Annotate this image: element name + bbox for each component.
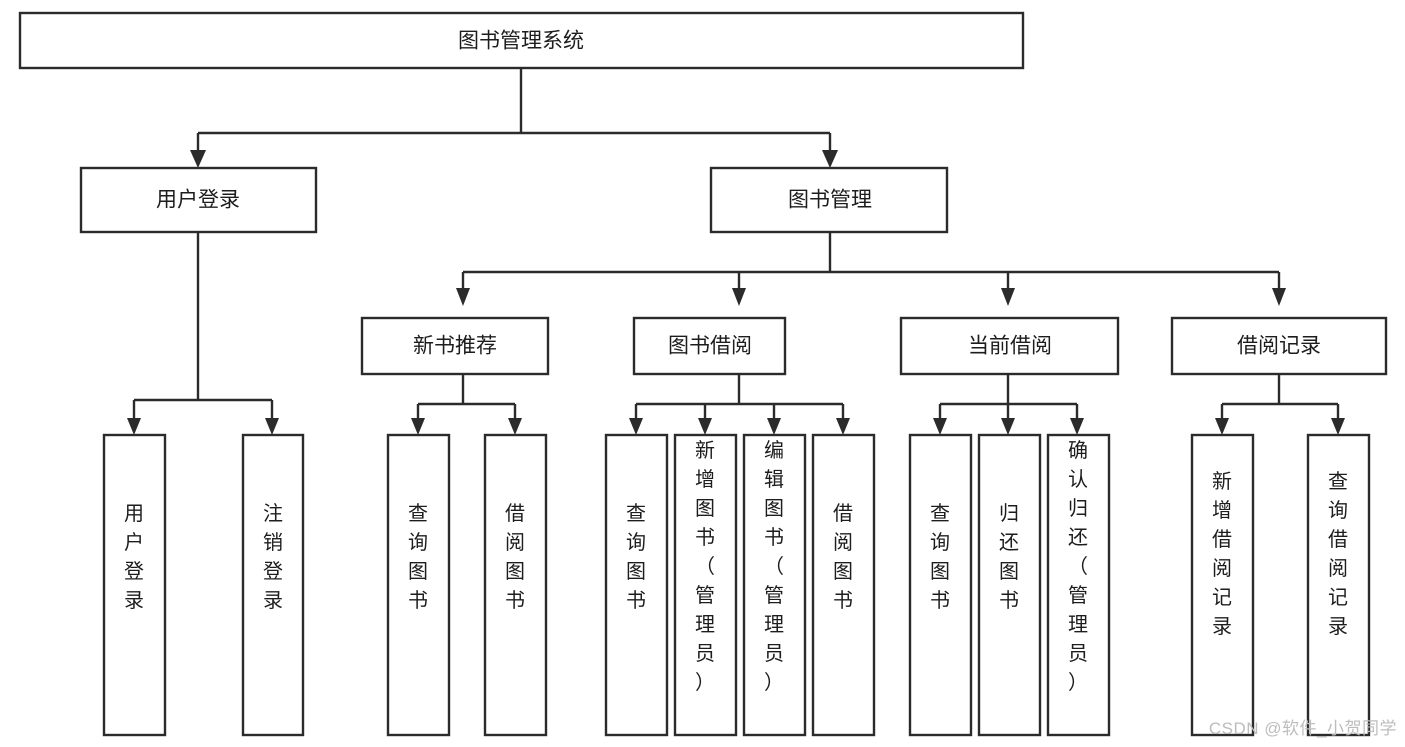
node-user-login-box[interactable] <box>79 166 318 234</box>
connector-group-new-book-recommend <box>411 374 522 435</box>
node-leaf-query-borrow-record-label: 查询借阅记录 <box>1328 470 1348 638</box>
connector-group-book-manage <box>456 232 1286 306</box>
node-leaf-query-book-rec-box[interactable] <box>386 433 451 737</box>
node-leaf-query-borrow-record[interactable]: 查询借阅记录 <box>1306 433 1371 737</box>
node-leaf-query-book-current-box[interactable] <box>908 433 973 737</box>
connector-group-current-borrow <box>933 374 1084 435</box>
node-leaf-borrow-book-rec-box[interactable] <box>483 433 548 737</box>
arrow-head-leaf-edit-book-admin <box>767 418 781 435</box>
node-borrow-record[interactable]: 借阅记录 <box>1170 316 1388 376</box>
node-borrow-record-box[interactable] <box>1170 316 1388 376</box>
node-leaf-borrow-book-rec[interactable]: 借阅图书 <box>483 433 548 737</box>
arrow-head-new-book-recommend <box>456 288 470 306</box>
node-leaf-confirm-return-admin-label: 确认归还（管理员） <box>1068 439 1088 694</box>
connector-group-book-borrow <box>629 374 850 435</box>
node-borrow-record-label: 借阅记录 <box>1237 335 1321 358</box>
arrow-head-leaf-borrow-book <box>836 418 850 435</box>
arrow-head-leaf-add-book-admin <box>698 418 712 435</box>
node-user-login-label: 用户登录 <box>156 189 240 212</box>
node-leaf-confirm-return-admin[interactable]: 确认归还（管理员） <box>1046 433 1111 737</box>
connector-group-root <box>190 68 838 168</box>
arrow-head-leaf-query-borrow-record <box>1331 418 1345 435</box>
node-leaf-add-borrow-record[interactable]: 新增借阅记录 <box>1190 433 1255 737</box>
node-leaf-edit-book-admin[interactable]: 编辑图书（管理员） <box>742 433 807 737</box>
node-new-book-recommend[interactable]: 新书推荐 <box>360 316 550 376</box>
node-leaf-add-borrow-record-label: 新增借阅记录 <box>1212 470 1232 638</box>
node-book-manage-box[interactable] <box>709 166 949 234</box>
arrow-head-leaf-query-book-borrow <box>629 418 643 435</box>
node-book-borrow-box[interactable] <box>632 316 787 376</box>
node-book-manage-label: 图书管理 <box>788 189 872 212</box>
node-leaf-query-book-borrow-label: 查询图书 <box>626 502 646 612</box>
node-leaf-query-borrow-record-box[interactable] <box>1306 433 1371 737</box>
arrow-head-book-manage <box>822 150 838 168</box>
node-leaf-borrow-book-label: 借阅图书 <box>833 502 853 612</box>
node-leaf-add-borrow-record-box[interactable] <box>1190 433 1255 737</box>
node-leaf-confirm-return-admin-box[interactable] <box>1046 433 1111 737</box>
node-leaf-user-login-box[interactable] <box>102 433 167 737</box>
arrow-head-borrow-record <box>1272 288 1286 306</box>
node-leaf-return-book-label: 归还图书 <box>999 502 1019 612</box>
arrow-head-leaf-user-logout <box>265 418 279 435</box>
arrow-head-leaf-query-book-rec <box>411 418 425 435</box>
node-leaf-user-logout-label: 注销登录 <box>263 502 283 612</box>
node-root-box[interactable] <box>18 11 1025 70</box>
node-leaf-return-book-box[interactable] <box>977 433 1042 737</box>
node-leaf-add-book-admin-box[interactable] <box>673 433 738 737</box>
node-leaf-add-book-admin-label: 新增图书（管理员） <box>695 439 715 694</box>
node-leaf-borrow-book-rec-label: 借阅图书 <box>505 502 525 612</box>
node-leaf-query-book-borrow[interactable]: 查询图书 <box>604 433 669 737</box>
node-book-borrow-label: 图书借阅 <box>668 335 752 358</box>
node-root[interactable]: 图书管理系统 <box>18 11 1025 70</box>
arrow-head-leaf-query-book-current <box>933 418 947 435</box>
connector-group-user-login <box>127 232 279 435</box>
arrow-head-leaf-borrow-book-rec <box>508 418 522 435</box>
node-leaf-query-book-borrow-box[interactable] <box>604 433 669 737</box>
arrow-head-leaf-user-login <box>127 418 141 435</box>
node-leaf-query-book-rec[interactable]: 查询图书 <box>386 433 451 737</box>
node-leaf-user-logout[interactable]: 注销登录 <box>241 433 305 737</box>
node-new-book-recommend-label: 新书推荐 <box>413 335 497 358</box>
node-leaf-borrow-book-box[interactable] <box>811 433 876 737</box>
node-leaf-query-book-current[interactable]: 查询图书 <box>908 433 973 737</box>
node-leaf-edit-book-admin-label: 编辑图书（管理员） <box>764 439 784 694</box>
node-book-borrow[interactable]: 图书借阅 <box>632 316 787 376</box>
arrow-head-user-login <box>190 150 206 168</box>
node-leaf-user-login-label: 用户登录 <box>124 503 144 612</box>
node-leaf-edit-book-admin-box[interactable] <box>742 433 807 737</box>
node-new-book-recommend-box[interactable] <box>360 316 550 376</box>
arrow-head-leaf-add-borrow-record <box>1215 418 1229 435</box>
node-user-login[interactable]: 用户登录 <box>79 166 318 234</box>
arrow-head-leaf-return-book <box>1001 418 1015 435</box>
node-current-borrow[interactable]: 当前借阅 <box>899 316 1120 376</box>
node-leaf-borrow-book[interactable]: 借阅图书 <box>811 433 876 737</box>
node-book-manage[interactable]: 图书管理 <box>709 166 949 234</box>
node-leaf-user-logout-box[interactable] <box>241 433 305 737</box>
node-leaf-add-book-admin[interactable]: 新增图书（管理员） <box>673 433 738 737</box>
node-leaf-return-book[interactable]: 归还图书 <box>977 433 1042 737</box>
node-leaf-query-book-rec-label: 查询图书 <box>408 502 428 612</box>
node-current-borrow-box[interactable] <box>899 316 1120 376</box>
arrow-head-current-borrow <box>1001 288 1015 306</box>
arrow-head-leaf-confirm-return-admin <box>1070 418 1084 435</box>
connector-group-borrow-record <box>1215 374 1345 435</box>
node-current-borrow-label: 当前借阅 <box>968 335 1052 358</box>
node-leaf-query-book-current-label: 查询图书 <box>930 502 950 612</box>
node-root-label: 图书管理系统 <box>458 30 584 53</box>
arrow-head-book-borrow <box>732 288 746 306</box>
node-leaf-user-login[interactable]: 用户登录 <box>102 433 167 737</box>
